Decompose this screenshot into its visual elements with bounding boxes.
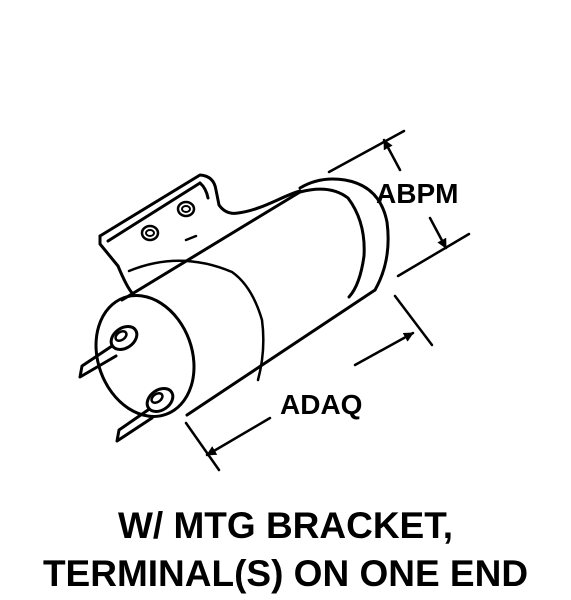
bracket-hole-2 — [176, 200, 196, 218]
cylinder-body — [94, 177, 390, 418]
extension-line-bottom — [396, 232, 471, 278]
cylinder-front-face — [94, 294, 196, 418]
extension-line-left — [184, 421, 221, 472]
arrow-adaq-right — [353, 331, 415, 367]
arrow-abpm-top — [382, 138, 402, 172]
terminal-lower — [115, 387, 175, 443]
dimension-label-adaq: ADAQ — [280, 389, 362, 420]
bracket-hole-1 — [140, 224, 160, 242]
mounting-bracket — [98, 173, 302, 382]
dimension-adaq — [184, 294, 434, 472]
extension-line-right — [393, 294, 434, 347]
arrow-abpm-bottom — [428, 216, 448, 250]
caption-line-1: W/ MTG BRACKET, — [117, 505, 454, 546]
terminal-upper — [78, 325, 139, 379]
dimension-label-abpm: ABPM — [376, 178, 458, 209]
dimension-abpm — [327, 129, 471, 278]
caption-line-2: TERMINAL(S) ON ONE END — [42, 553, 529, 594]
extension-line-top — [327, 129, 406, 174]
arrow-adaq-left — [205, 416, 272, 457]
